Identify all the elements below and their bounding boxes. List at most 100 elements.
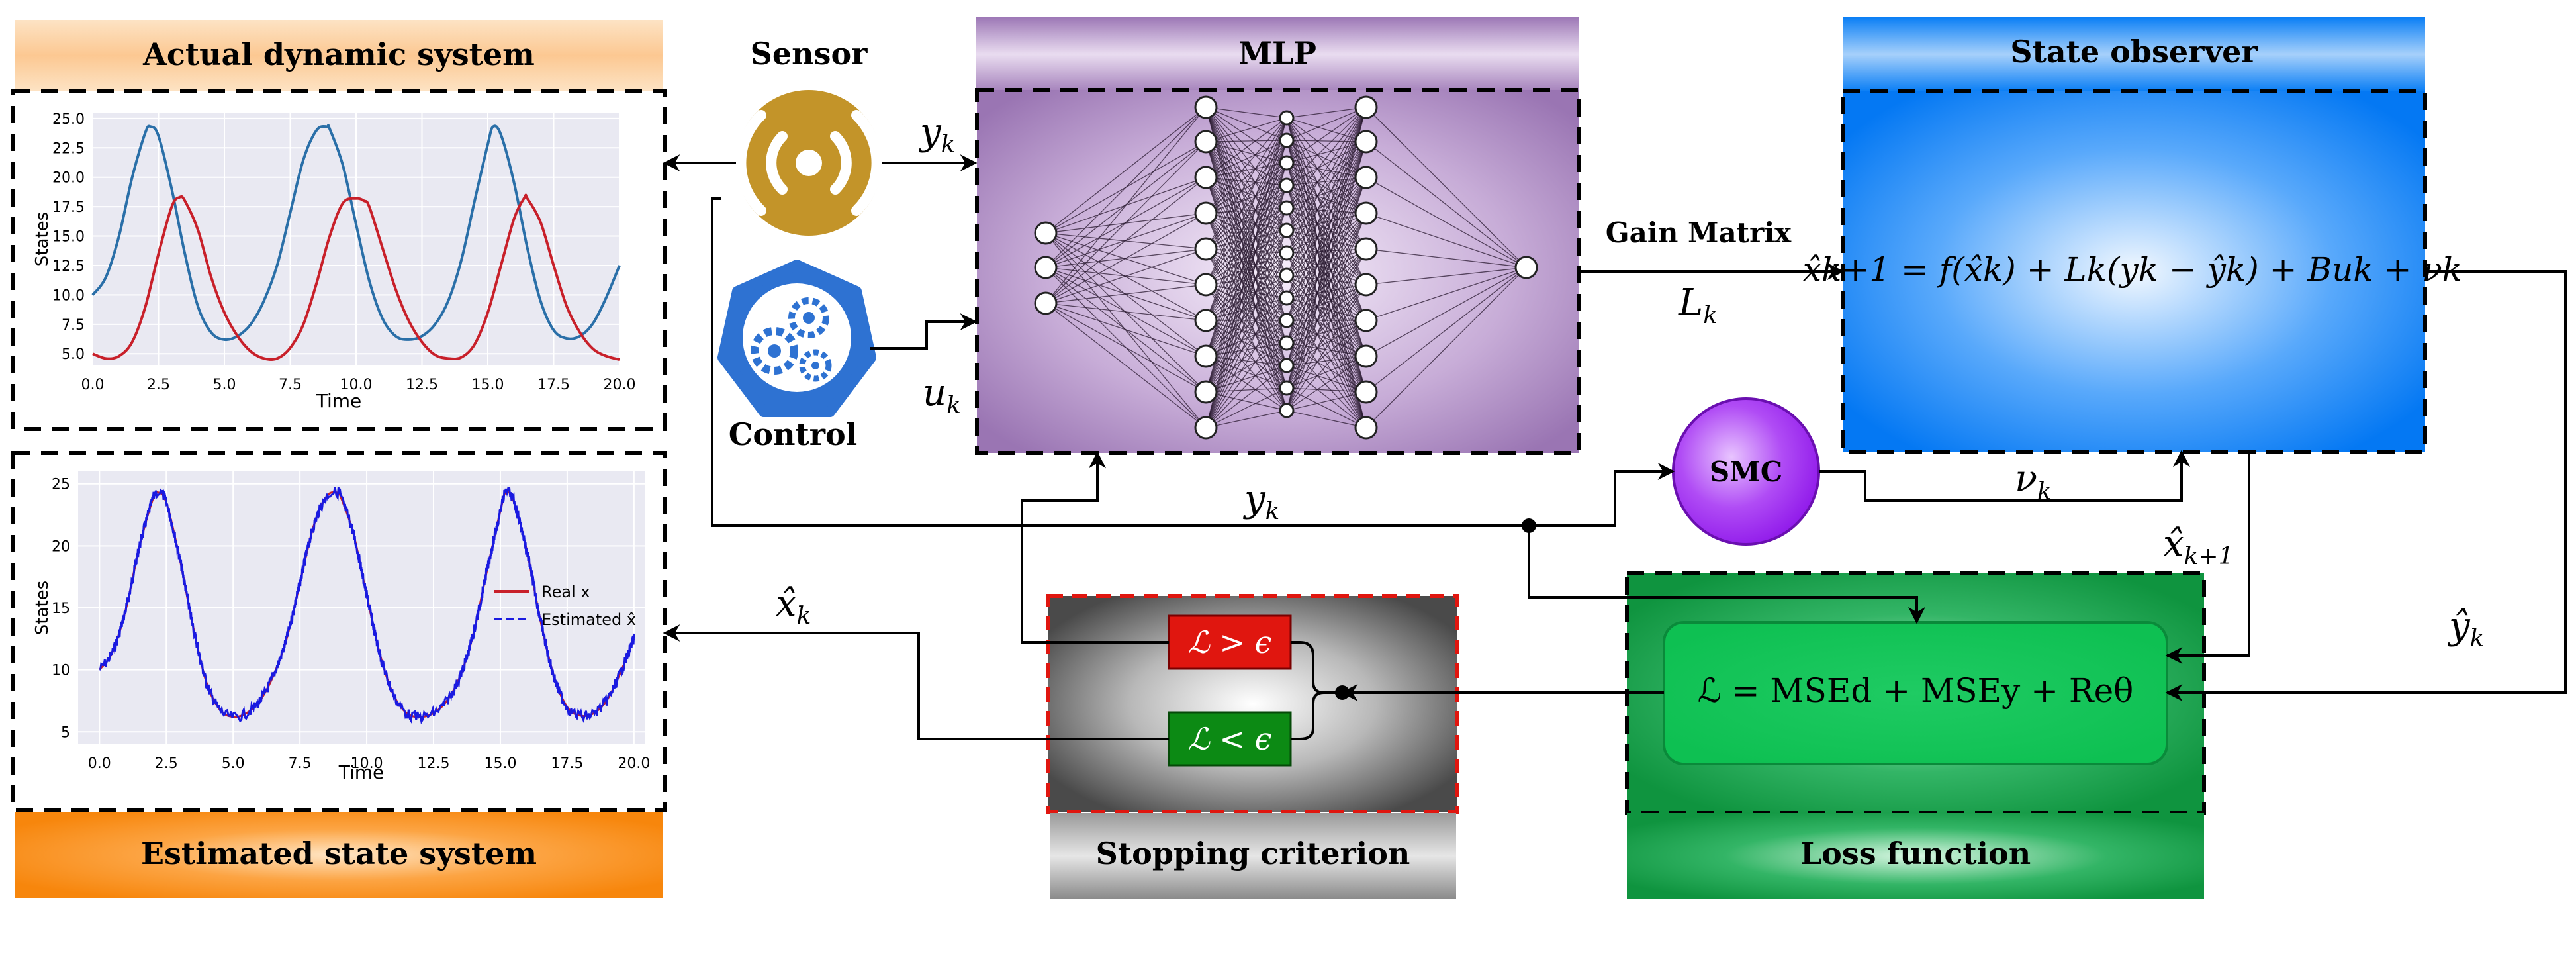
x-tick-label: 5.0 [213, 377, 236, 393]
observer-box [1841, 89, 2427, 454]
nn-edge [1286, 177, 1367, 366]
nn-edge [1286, 387, 1367, 393]
y-tick-label: 22.5 [52, 140, 85, 157]
actual-system-title: Actual dynamic system [142, 36, 535, 72]
nn-neuron [1194, 130, 1218, 154]
nn-edge [1365, 213, 1527, 268]
nn-edge [1286, 107, 1367, 321]
y-tick-label: 15 [52, 601, 70, 617]
arrow-control-to-mlp [870, 313, 978, 350]
nn-edge [1045, 107, 1207, 304]
nn-edge [1286, 342, 1367, 357]
nn-edge [1365, 141, 1527, 268]
nn-edge [1205, 141, 1287, 164]
nn-edge [1205, 275, 1287, 393]
label-Lk: Lk [1678, 281, 1718, 329]
nn-edge [1205, 213, 1287, 231]
arrow-xhat-to-loss [2165, 452, 2250, 664]
nn-edge [1286, 177, 1367, 254]
x-tick-label: 5.0 [222, 755, 245, 772]
nn-neuron [1194, 201, 1218, 225]
nn-edge [1365, 267, 1527, 393]
nn-edge [1205, 177, 1287, 186]
nn-neuron [1279, 313, 1295, 328]
control-gear-icon [717, 260, 876, 417]
nn-neuron [1514, 256, 1538, 279]
nn-edge [1286, 213, 1367, 411]
nn-edge [1205, 252, 1287, 428]
nn-edge [1045, 303, 1207, 393]
nn-edge [1286, 213, 1367, 254]
nn-edge [1286, 410, 1367, 428]
nn-edge [1286, 141, 1367, 366]
observer-header-bg [1843, 17, 2425, 91]
nn-edge [1286, 275, 1367, 428]
nn-edge [1205, 177, 1287, 276]
y-tick-label: 15.0 [52, 229, 85, 246]
nn-edge [1286, 177, 1367, 411]
nn-edge [1205, 230, 1287, 393]
arrow-labels: yk uk Lk yk νk x̂k+1 ŷk x̂k [776, 111, 2484, 652]
nn-edge [1286, 141, 1367, 321]
y-tick-label: 17.5 [52, 199, 85, 216]
arrow-stop-to-estimated [663, 624, 1169, 740]
nn-edge [1286, 248, 1367, 411]
y-tick-label: 12.5 [52, 258, 85, 275]
nn-neuron [1194, 273, 1218, 297]
label-yk-top: yk [918, 111, 955, 158]
nn-neuron [1354, 273, 1378, 297]
nn-edge [1205, 141, 1287, 231]
x-tick-label: 12.5 [418, 755, 450, 772]
stopping-header-bg [1050, 813, 1456, 899]
nn-neuron [1034, 256, 1058, 279]
nn-neuron [1194, 344, 1218, 368]
control-label: Control [729, 416, 857, 452]
nn-edge [1286, 365, 1367, 428]
nn-edge [1205, 320, 1287, 428]
nn-edge [1286, 365, 1367, 393]
nn-edge [1286, 297, 1367, 428]
nn-edge [1205, 117, 1287, 428]
x-tick-label: 2.5 [155, 755, 178, 772]
label-nuk: νk [2015, 458, 2052, 505]
nn-neuron [1279, 358, 1295, 373]
nn-edge [1205, 207, 1287, 393]
nn-neuron [1194, 237, 1218, 261]
nn-edge [1205, 107, 1287, 254]
plot2-xlabel: Time [338, 761, 385, 783]
nn-edge [1205, 185, 1287, 428]
nn-edge [1286, 320, 1367, 428]
observer-title: State observer [2010, 34, 2258, 70]
nn-edge [1205, 252, 1287, 357]
nn-edge [1205, 230, 1287, 428]
nn-edge [1286, 107, 1367, 164]
nn-edge [1045, 303, 1207, 428]
nn-edge [1045, 303, 1207, 357]
nn-edge [1205, 213, 1287, 276]
nn-neuron [1279, 110, 1295, 126]
nn-edge [1205, 297, 1287, 428]
nn-edge [1205, 117, 1287, 393]
nn-edge [1286, 141, 1367, 344]
nn-edge [1286, 320, 1367, 393]
mlp-network [1034, 95, 1538, 440]
nn-edge [1365, 248, 1527, 268]
nn-edge [1286, 140, 1367, 142]
nn-edge [1205, 107, 1287, 186]
nn-edge [1205, 140, 1287, 142]
y-tick-label: 25.0 [52, 111, 85, 128]
loss-equation: ℒ = MSEd + MSEy + Reθ [1698, 671, 2134, 710]
x-tick-label: 15.0 [472, 377, 504, 393]
nn-edge [1205, 117, 1287, 357]
y-tick-label: 10 [52, 663, 70, 679]
nn-edge [1045, 303, 1207, 321]
nn-edge [1286, 356, 1367, 411]
nn-neuron [1354, 309, 1378, 332]
nn-edge [1205, 185, 1287, 393]
nn-edge [1205, 177, 1287, 254]
loss-title: Loss function [1800, 836, 2031, 871]
nn-edge [1045, 232, 1207, 357]
nn-edge [1205, 117, 1287, 178]
nn-edge [1205, 275, 1287, 357]
